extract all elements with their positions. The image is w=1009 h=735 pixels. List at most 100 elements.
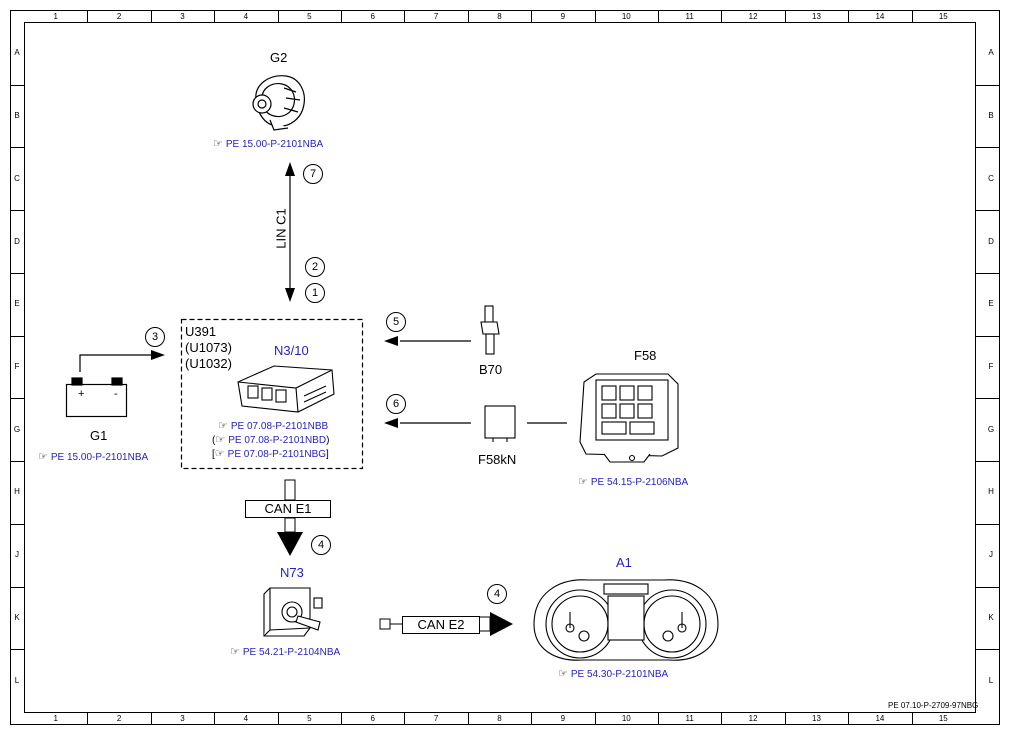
g1-ref-link[interactable]: ☞PE 15.00-P-2101NBA	[38, 451, 149, 463]
grid-column-label: 14	[875, 12, 885, 21]
relay-icon	[484, 405, 516, 442]
grid-column-label: 11	[685, 714, 694, 723]
pointing-hand-icon: ☞	[214, 448, 225, 460]
grid-column-label: 12	[748, 12, 758, 21]
grid-column-label: 15	[938, 12, 948, 21]
callout-1: 1	[305, 283, 325, 303]
grid-column-label: 2	[116, 12, 122, 21]
grid-row-label: J	[989, 550, 993, 560]
grid-column-label: 14	[875, 714, 885, 723]
grid-column-label: 6	[370, 12, 375, 21]
n310-code-2: (U1073)	[185, 340, 232, 355]
pointing-hand-icon: ☞	[230, 646, 240, 658]
grid-column-label: 3	[180, 714, 185, 723]
pointing-hand-icon: ☞	[578, 476, 588, 488]
grid-column-label: 12	[748, 714, 758, 723]
f58-ref-link[interactable]: ☞PE 54.15-P-2106NBA	[578, 476, 689, 488]
grid-row-label: A	[14, 48, 20, 58]
grid-row-label: F	[988, 362, 994, 371]
f58-label: F58	[634, 348, 657, 363]
grid-column-label: 3	[180, 12, 185, 21]
pointing-hand-icon: ☞	[558, 668, 568, 680]
a1-ref-link[interactable]: ☞PE 54.30-P-2101NBA	[558, 668, 669, 680]
grid-row-label: H	[14, 487, 20, 497]
grid-row-label: G	[987, 424, 995, 434]
grid-row-label: K	[14, 612, 20, 622]
grid-column-label: 6	[370, 714, 375, 723]
grid-column-label: 9	[560, 12, 566, 21]
grid-column-label: 2	[116, 714, 122, 723]
grid-column-label: 8	[497, 714, 502, 723]
callout-5: 5	[386, 312, 406, 332]
n310-label: N3/10	[274, 343, 309, 358]
can-e2-label: CAN E2	[402, 616, 480, 634]
alternator-icon	[252, 75, 305, 131]
n310-code-3: (U1032)	[185, 356, 232, 371]
grid-row-label: C	[988, 173, 994, 183]
callout-4-can-e2: 4	[487, 584, 507, 604]
grid-column-label: 4	[243, 12, 249, 21]
instrument-cluster-icon	[533, 579, 719, 661]
grid-row-label: L	[988, 675, 994, 685]
callout-4-can-e1: 4	[311, 535, 331, 555]
f58kn-label: F58kN	[478, 452, 517, 467]
grid-column-label: 15	[938, 714, 948, 723]
grid-row-label: H	[988, 487, 994, 497]
grid-row-label: K	[988, 612, 994, 622]
callout-2: 2	[305, 257, 325, 277]
grid-column-label: 7	[433, 12, 439, 21]
g1-label: G1	[90, 428, 108, 443]
n73-label: N73	[280, 565, 304, 580]
pointing-hand-icon: ☞	[213, 138, 223, 150]
grid-column-label: 10	[621, 12, 631, 21]
grid-row-label: E	[988, 299, 994, 309]
callout-7: 7	[303, 164, 323, 184]
grid-column-label: 7	[433, 714, 439, 723]
pointing-hand-icon: ☞	[218, 420, 228, 432]
fuse-box-icon	[579, 373, 679, 463]
grid-column-label: 5	[307, 714, 312, 723]
battery-icon	[65, 377, 128, 418]
grid-row-label: C	[14, 173, 20, 183]
pointing-hand-icon: ☞	[38, 451, 48, 463]
n310-ref-link-1[interactable]: ☞PE 07.08-P-2101NBB	[218, 420, 329, 432]
n310-code-1: U391	[185, 324, 217, 339]
grid-column-label: 1	[53, 714, 58, 723]
g2-ref-link[interactable]: ☞PE 15.00-P-2101NBA	[213, 138, 324, 150]
grid-row-label: B	[14, 111, 20, 121]
can-e1-label: CAN E1	[245, 500, 331, 518]
callout-3: 3	[145, 327, 165, 347]
g2-label: G2	[270, 50, 288, 65]
grid-column-label: 13	[812, 12, 821, 21]
b70-label: B70	[479, 362, 503, 377]
grid-row-label: D	[14, 236, 20, 246]
grid-row-label: F	[14, 362, 20, 371]
grid-column-label: 5	[307, 12, 312, 21]
n310-ref-link-2[interactable]: (☞PE 07.08-P-2101NBD)	[212, 434, 330, 446]
grid-column-label: 4	[243, 714, 249, 723]
lin-c1-label: LIN C1	[273, 208, 289, 249]
grid-row-label: J	[15, 550, 19, 560]
grid-row-label: G	[13, 424, 21, 434]
ignition-switch-icon	[263, 587, 323, 637]
battery-minus: -	[114, 388, 118, 400]
grid-row-label: A	[988, 48, 994, 58]
grid-row-label: D	[988, 236, 994, 246]
document-ref: PE 07.10-P-2709-97NBG	[888, 701, 979, 710]
grid-row-label: E	[14, 299, 20, 309]
callout-6: 6	[386, 394, 406, 414]
n310-ref-link-3[interactable]: [☞PE 07.08-P-2101NBG]	[212, 448, 329, 460]
grid-column-label: 13	[812, 714, 821, 723]
grid-row-label: B	[988, 111, 994, 121]
pointing-hand-icon: ☞	[215, 434, 226, 446]
grid-column-label: 1	[53, 12, 58, 21]
a1-label: A1	[616, 555, 632, 570]
grid-column-label: 8	[497, 12, 502, 21]
sensor-icon	[480, 305, 500, 355]
grid-column-label: 9	[560, 714, 566, 723]
battery-plus: +	[78, 388, 85, 400]
grid-column-label: 11	[685, 12, 694, 21]
n73-ref-link[interactable]: ☞PE 54.21-P-2104NBA	[230, 646, 341, 658]
grid-column-label: 10	[621, 714, 631, 723]
